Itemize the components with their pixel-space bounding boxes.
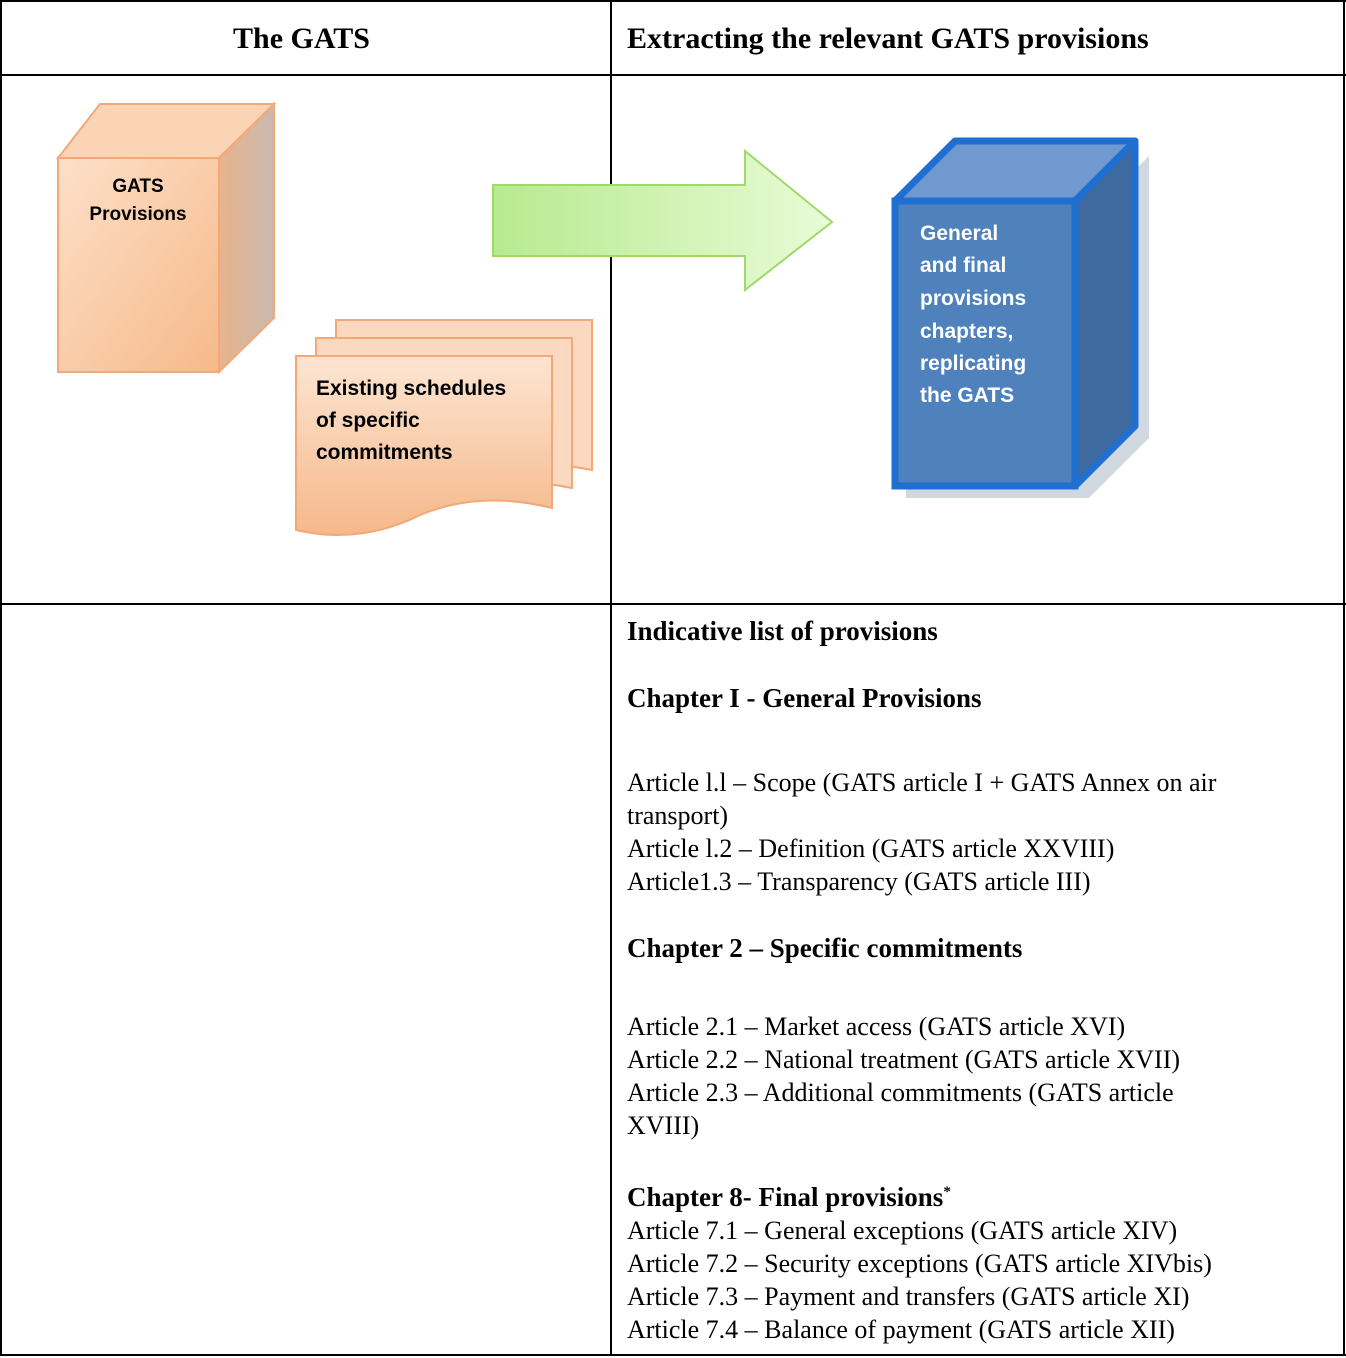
chapter-8-item: Article 7.1 – General exceptions (GATS a… — [627, 1216, 1178, 1245]
schedule-label-line3: commitments — [316, 441, 453, 464]
schedules-stack: Existing schedules of specific commitmen… — [295, 319, 593, 536]
blue-box-label-line6: the GATS — [920, 384, 1014, 407]
chapter-8-heading: Chapter 8- Final provisions — [627, 1182, 944, 1212]
column-divider — [610, 0, 612, 1356]
blue-box-label-line4: chapters, — [920, 320, 1013, 343]
provisions-list: Indicative list of provisions Chapter I … — [627, 612, 1327, 1346]
chapter-2-item: Article 2.3 – Additional commitments (GA… — [627, 1078, 1174, 1107]
table-border-right — [1343, 0, 1345, 1356]
table-border-top — [0, 0, 1346, 2]
gats-box-label-line2: Provisions — [89, 204, 186, 225]
list-title: Indicative list of provisions — [627, 616, 938, 646]
chapter-2-heading: Chapter 2 – Specific commitments — [627, 933, 1023, 963]
chapter-1-item: Article l.2 – Definition (GATS article X… — [627, 834, 1115, 863]
header-extracting: Extracting the relevant GATS provisions — [627, 22, 1149, 55]
header-gats: The GATS — [233, 22, 370, 55]
chapter-1-heading: Chapter I - General Provisions — [627, 683, 982, 713]
schedule-label-line2: of specific — [316, 409, 420, 432]
chapter-1-item: transport) — [627, 801, 729, 830]
schedule-label-line1: Existing schedules — [316, 377, 506, 400]
chapter-8-item: Article 7.4 – Balance of payment (GATS a… — [627, 1315, 1175, 1344]
gats-box-label-line1: GATS — [112, 176, 163, 197]
blue-box-label-line3: provisions — [920, 287, 1026, 310]
gats-provisions-box: GATS Provisions — [55, 101, 277, 375]
extraction-arrow — [492, 148, 834, 293]
chapter-8-heading-line: Chapter 8- Final provisions* — [627, 1176, 1327, 1214]
footnote-marker: * — [943, 1184, 951, 1200]
blue-box-label-line1: General — [920, 222, 998, 245]
gats-diagram: GATS Provisions Existing schedules of sp… — [55, 101, 1149, 536]
blue-box-label-line2: and final — [920, 254, 1006, 277]
chapter-2-item: XVIII) — [627, 1111, 700, 1140]
chapter-2-item: Article 2.1 – Market access (GATS articl… — [627, 1012, 1126, 1041]
blue-box-side — [1071, 137, 1139, 490]
chapter-8-item: Article 7.3 – Payment and transfers (GAT… — [627, 1282, 1190, 1311]
table-border-left — [0, 0, 2, 1356]
general-final-provisions-box: General and final provisions chapters, r… — [891, 137, 1149, 498]
schedule-sheet-front — [295, 355, 553, 536]
blue-box-face — [891, 197, 1079, 490]
chapter-8-item: Article 7.2 – Security exceptions (GATS … — [627, 1249, 1212, 1278]
chapter-1-item: Article l.l – Scope (GATS article I + GA… — [627, 768, 1217, 797]
diagram-row-divider — [0, 603, 1346, 605]
blue-box-label-line5: replicating — [920, 352, 1026, 375]
gats-box-face — [57, 157, 220, 373]
chapter-2-item: Article 2.2 – National treatment (GATS a… — [627, 1045, 1181, 1074]
table-border-bottom — [0, 1354, 1346, 1356]
chapter-1-item: Article1.3 – Transparency (GATS article … — [627, 867, 1091, 896]
header-row-divider — [0, 74, 1346, 76]
